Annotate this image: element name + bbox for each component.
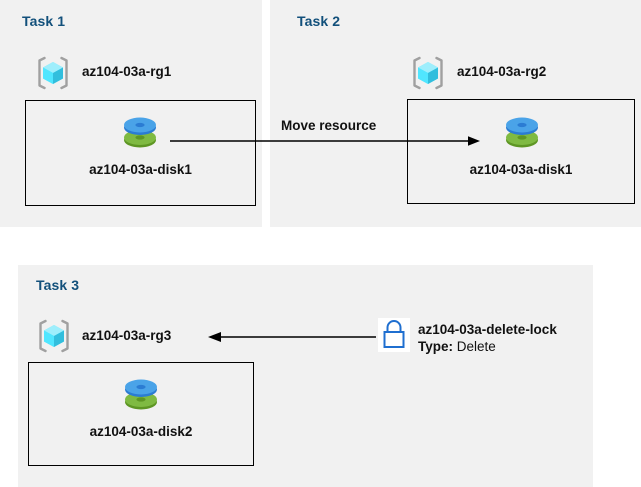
delete-lock-type: Type: Delete bbox=[418, 339, 496, 354]
task-3-resource-box bbox=[28, 362, 254, 466]
task-3-panel: Task 3 az104-03a-rg3 az104-0 bbox=[18, 265, 593, 487]
move-resource-arrow bbox=[170, 132, 485, 150]
task-2-panel: Task 2 az104-03a-rg2 az104-0 bbox=[270, 0, 641, 227]
managed-disk-icon bbox=[119, 375, 163, 415]
task-3-title: Task 3 bbox=[36, 277, 80, 293]
task-2-resource-label: az104-03a-disk1 bbox=[469, 162, 573, 177]
resource-group-icon bbox=[409, 54, 447, 92]
resource-group-icon bbox=[35, 317, 73, 355]
task-1-resource-group-label: az104-03a-rg1 bbox=[82, 64, 172, 79]
delete-lock-type-value: Delete bbox=[456, 339, 496, 354]
task-3-resource-label: az104-03a-disk2 bbox=[89, 424, 193, 439]
delete-lock-name: az104-03a-delete-lock bbox=[418, 322, 557, 337]
task-1-title: Task 1 bbox=[22, 13, 66, 29]
task-2-resource-box bbox=[407, 99, 635, 204]
delete-lock-type-label: Type: bbox=[418, 339, 454, 354]
task-2-title: Task 2 bbox=[297, 13, 341, 29]
task-1-resource-label: az104-03a-disk1 bbox=[89, 162, 192, 177]
managed-disk-icon bbox=[118, 113, 162, 153]
task-3-resource-group-label: az104-03a-rg3 bbox=[82, 328, 172, 343]
task-2-resource-group-label: az104-03a-rg2 bbox=[457, 64, 547, 79]
managed-disk-icon bbox=[500, 113, 544, 153]
task-1-panel: Task 1 az104-03a-rg1 bbox=[0, 0, 262, 227]
resource-group-icon bbox=[34, 54, 72, 92]
move-resource-label: Move resource bbox=[281, 118, 377, 133]
padlock-icon bbox=[378, 318, 410, 352]
lock-applies-to-arrow bbox=[208, 328, 378, 346]
